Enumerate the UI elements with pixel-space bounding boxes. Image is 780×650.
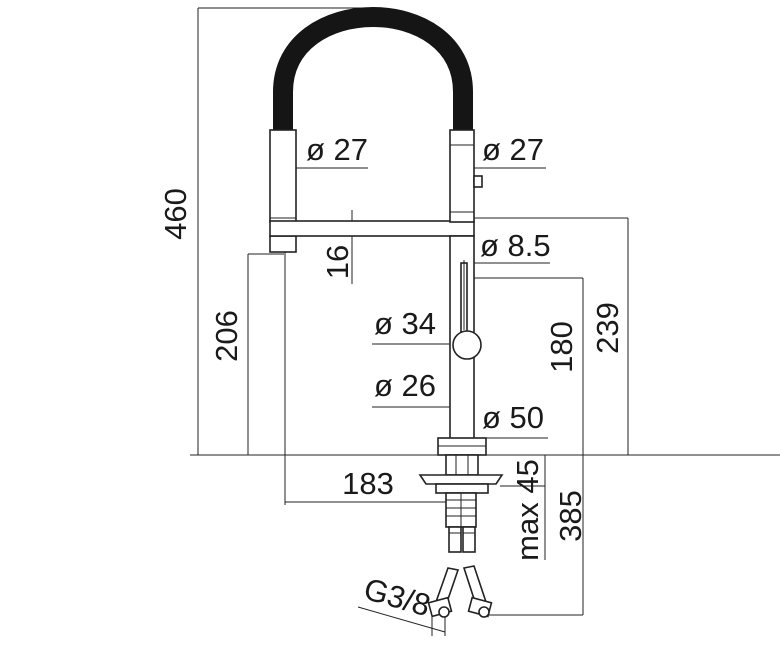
label-spout-pipe-diameter: ø 8.5	[480, 228, 551, 263]
sleeve-button	[473, 175, 483, 188]
label-knob-diameter: ø 34	[374, 306, 436, 341]
left-spray-tip	[269, 235, 297, 253]
control-knob	[452, 330, 482, 360]
label-thread: G3/8	[360, 571, 434, 623]
label-stem-diameter: ø 26	[374, 368, 436, 403]
dimension-lines	[190, 7, 780, 636]
connection-hoses	[427, 565, 493, 618]
label-left-height: 206	[209, 310, 244, 362]
label-total-height: 460	[158, 188, 193, 240]
flexible-hose	[273, 7, 473, 131]
label-reach: 183	[342, 466, 394, 501]
label-connection-length: 385	[553, 490, 588, 542]
horizontal-arm	[269, 220, 475, 237]
label-body-height: 180	[544, 321, 579, 373]
label-arm-thickness: 16	[320, 245, 355, 279]
label-left-hose-diameter: ø 27	[306, 132, 368, 167]
label-base-diameter: ø 50	[482, 400, 544, 435]
left-sleeve	[269, 129, 297, 223]
label-top-height: 239	[590, 302, 625, 354]
right-sleeve	[449, 129, 475, 223]
faucet-body	[269, 7, 504, 618]
label-max-thickness: max 45	[510, 459, 545, 561]
mounting-plate	[418, 474, 504, 485]
label-right-hose-diameter: ø 27	[482, 132, 544, 167]
dimension-labels: 460 ø 27 ø 27 16 ø 8.5 206 ø 34 180 239 …	[158, 132, 625, 623]
